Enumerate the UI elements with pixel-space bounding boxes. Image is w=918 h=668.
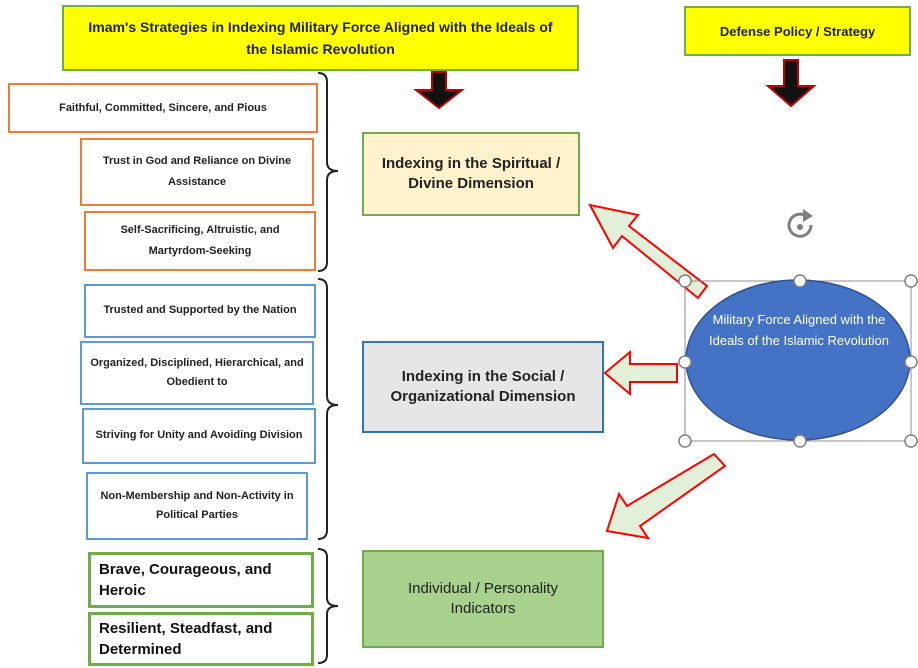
down-arrow-left — [413, 71, 465, 110]
down-arrow-right — [765, 59, 817, 108]
rotate-handle-icon[interactable] — [787, 209, 813, 238]
trait-spiritual-2: Trust in God and Reliance on Divine Assi… — [80, 138, 314, 206]
arrow-to-social — [603, 349, 678, 397]
center-ellipse — [685, 279, 911, 441]
resize-handle-mr[interactable] — [904, 355, 918, 369]
trait-social-3: Striving for Unity and Avoiding Division — [82, 408, 316, 464]
trait-individual-1: Brave, Courageous, and Heroic — [88, 552, 314, 608]
resize-handle-bm[interactable] — [793, 434, 807, 448]
arrow-to-individual — [605, 452, 727, 540]
brace-individual — [317, 548, 339, 664]
trait-individual-2: Resilient, Steadfast, and Determined — [88, 612, 314, 666]
trait-social-1: Trusted and Supported by the Nation — [84, 284, 316, 338]
center-ellipse-label: Military Force Aligned with the Ideals o… — [709, 312, 889, 348]
policy-box: Defense Policy / Strategy — [684, 6, 911, 56]
trait-spiritual-1: Faithful, Committed, Sincere, and Pious — [8, 83, 318, 133]
resize-handle-tr[interactable] — [904, 274, 918, 288]
resize-handle-br[interactable] — [904, 434, 918, 448]
resize-handle-tl[interactable] — [678, 274, 692, 288]
resize-handle-bl[interactable] — [678, 434, 692, 448]
brace-spiritual — [317, 72, 339, 272]
resize-handle-tm[interactable] — [793, 274, 807, 288]
dimension-social: Indexing in the Social / Organizational … — [362, 341, 604, 433]
policy-label: Defense Policy / Strategy — [719, 23, 876, 39]
trait-social-4: Non-Membership and Non-Activity in Polit… — [86, 472, 308, 540]
dimension-individual: Individual / Personality Indicators — [362, 550, 604, 648]
trait-spiritual-3: Self-Sacrificing, Altruistic, and Martyr… — [84, 211, 316, 271]
trait-social-2: Organized, Disciplined, Hierarchical, an… — [80, 341, 314, 405]
main-title: Imam's Strategies in Indexing Military F… — [88, 18, 553, 57]
resize-handle-ml[interactable] — [678, 355, 692, 369]
dimension-spiritual: Indexing in the Spiritual / Divine Dimen… — [362, 132, 580, 216]
main-title-box: Imam's Strategies in Indexing Military F… — [62, 5, 579, 71]
brace-social — [317, 278, 339, 540]
